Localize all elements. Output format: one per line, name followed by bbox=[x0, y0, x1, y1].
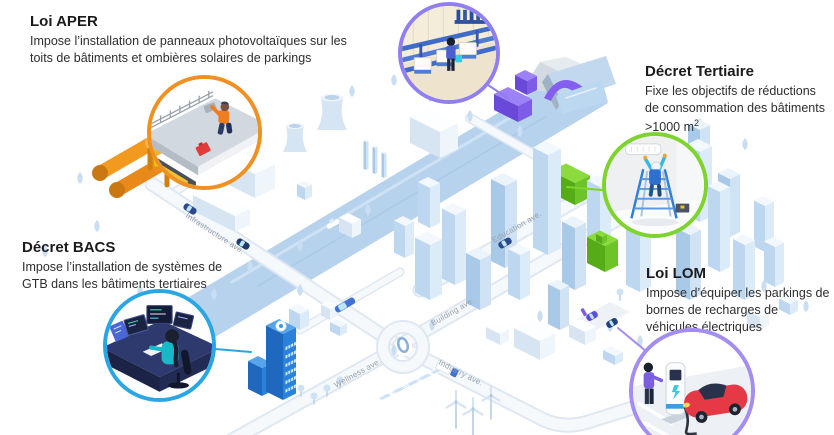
office-chair bbox=[167, 349, 192, 389]
roof-top bbox=[151, 98, 258, 167]
callout-text-aper: Loi APER Impose l’installation de pannea… bbox=[30, 13, 366, 67]
ceiling-unit bbox=[625, 143, 662, 156]
station-screen bbox=[669, 369, 682, 381]
technician-on-ladder bbox=[643, 153, 667, 197]
floor-shadow bbox=[631, 218, 679, 227]
roof-side bbox=[151, 138, 199, 176]
ponytail bbox=[172, 340, 179, 368]
callout-text-tertiaire: Décret Tertiaire Fixe les objectifs de r… bbox=[645, 63, 833, 136]
callout-text-lom: Loi LOM Impose d’équiper les parkings de… bbox=[646, 265, 832, 336]
callout-text-bacs: Décret BACS Impose l’installation de sys… bbox=[22, 239, 247, 293]
callout-circle-aper bbox=[147, 75, 262, 190]
headlight bbox=[682, 402, 690, 408]
windshield bbox=[698, 383, 727, 400]
river-and-dam bbox=[142, 56, 616, 352]
monitor-left-blue bbox=[109, 320, 130, 342]
lom-title: Loi LOM bbox=[646, 265, 706, 282]
ladder-technician-scene bbox=[606, 136, 704, 234]
callout-circle-tertiaire bbox=[602, 132, 708, 238]
monitor-three bbox=[172, 311, 195, 330]
desk-side bbox=[107, 350, 160, 392]
aper-title: Loi APER bbox=[30, 13, 98, 30]
bacs-description: Impose l’installation de systèmes de GTB… bbox=[22, 260, 223, 291]
worker bbox=[203, 101, 233, 135]
ladder bbox=[630, 169, 678, 219]
bolt-icon bbox=[671, 385, 681, 400]
operator bbox=[149, 329, 179, 368]
tertiaire-description: Fixe les objectifs de réductions de cons… bbox=[645, 84, 825, 134]
callout-circle-lom bbox=[629, 328, 755, 435]
ev-charging-scene bbox=[633, 332, 751, 435]
monitor-two bbox=[146, 305, 173, 324]
bacs-title: Décret BACS bbox=[22, 239, 116, 256]
pointer-bacs bbox=[214, 348, 252, 353]
technician bbox=[446, 37, 463, 71]
pointer-boiler bbox=[487, 84, 510, 100]
callout-circle-boiler bbox=[398, 2, 500, 104]
toolbox bbox=[675, 203, 690, 213]
pointer-lom bbox=[617, 327, 648, 353]
driver bbox=[643, 362, 664, 404]
toolbox bbox=[195, 142, 211, 156]
power-plant-cooling-towers bbox=[283, 93, 347, 152]
rooftop-solar-worker-scene bbox=[151, 79, 258, 186]
monitor-one bbox=[123, 314, 149, 336]
vehicles bbox=[183, 203, 618, 378]
head bbox=[165, 329, 179, 343]
square-meter-sup: 2 bbox=[694, 117, 700, 128]
charging-cable bbox=[683, 407, 697, 435]
control-room-scene bbox=[107, 293, 212, 398]
callout-circle-bacs bbox=[103, 289, 216, 402]
boiler-room-scene bbox=[402, 6, 496, 100]
tertiaire-title: Décret Tertiaire bbox=[645, 63, 754, 80]
red-electric-car bbox=[682, 383, 748, 423]
lom-description: Impose d’équiper les parkings de bornes … bbox=[646, 286, 830, 334]
tool-bag bbox=[455, 54, 463, 63]
roof-edge bbox=[198, 133, 258, 176]
aper-description: Impose l’installation de panneaux photov… bbox=[30, 34, 347, 65]
roof-railing bbox=[151, 90, 214, 129]
pointer-tertiaire bbox=[566, 186, 603, 191]
